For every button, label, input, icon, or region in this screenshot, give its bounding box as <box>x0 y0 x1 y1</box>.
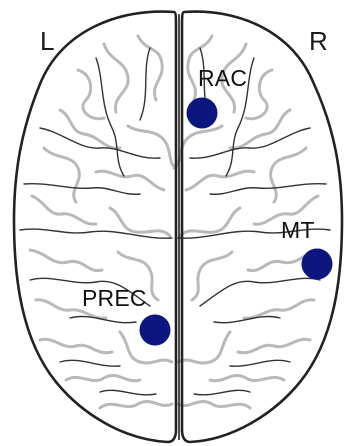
sulci-contours <box>19 47 331 396</box>
left-hemisphere-outline <box>12 10 178 444</box>
gyri-pattern <box>28 34 322 410</box>
rac-marker-icon[interactable] <box>186 97 218 129</box>
prec-label[interactable]: PREC <box>82 285 147 311</box>
prec-marker-icon[interactable] <box>139 314 171 346</box>
region-markers <box>139 97 333 346</box>
mt-marker-icon[interactable] <box>301 248 333 280</box>
mt-label[interactable]: MT <box>281 217 315 243</box>
brain-outline <box>12 10 344 444</box>
right-hemisphere-outline <box>180 10 344 444</box>
right-hemisphere-label: R <box>309 26 328 56</box>
rac-label[interactable]: RAC <box>198 65 248 91</box>
left-hemisphere-label: L <box>40 26 55 56</box>
